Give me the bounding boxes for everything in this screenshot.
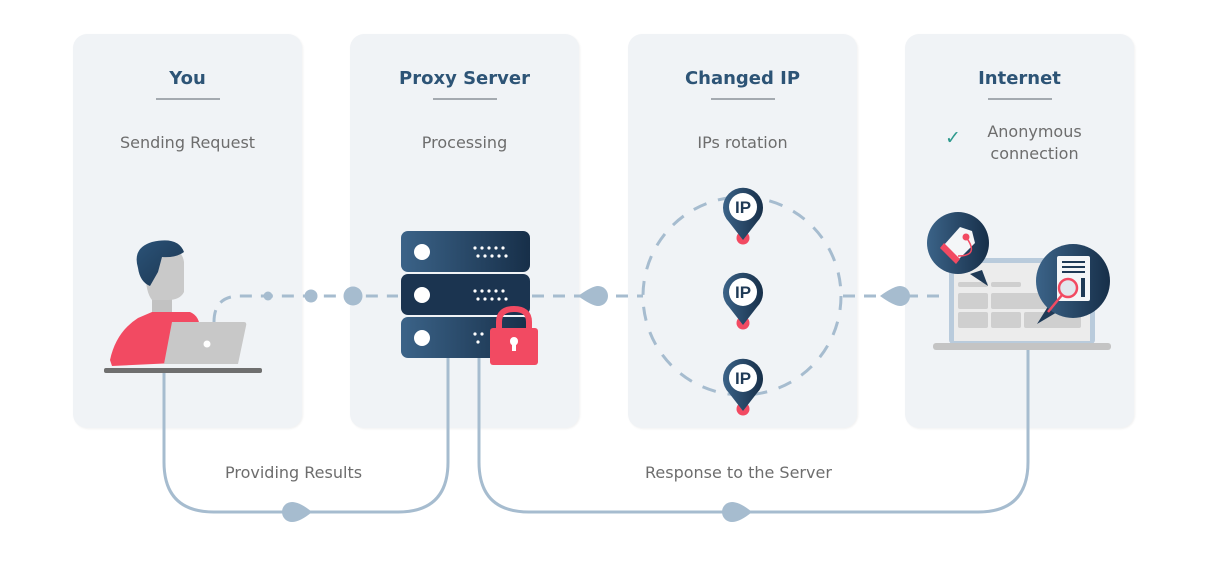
card-title: Changed IP (684, 68, 801, 89)
flow-dot-large (343, 286, 363, 306)
ip-pin-icon: IP (723, 187, 763, 245)
ip-pin-icon: IP (723, 358, 763, 416)
checkmark-icon: ✓ (945, 127, 961, 149)
server-rack-lock-icon (401, 231, 538, 365)
flow-label-response-to-server: Response to the Server (645, 463, 832, 482)
card-proxy-server: Proxy Server Processing (350, 34, 579, 428)
title-divider (710, 98, 775, 100)
card-subtitle: Anonymous connection (935, 121, 1134, 165)
title-divider (432, 98, 497, 100)
card-title: You (169, 68, 206, 89)
rotation-circle (641, 195, 843, 397)
card-subtitle: Processing (421, 133, 508, 152)
card-subtitle: IPs rotation (697, 133, 788, 152)
title-divider (987, 98, 1052, 100)
title-divider (155, 98, 220, 100)
card-title: Proxy Server (399, 68, 530, 89)
arrow-left-icon (722, 502, 752, 522)
flow-label-providing-results: Providing Results (225, 463, 363, 482)
svg-text:IP: IP (735, 198, 751, 217)
connector-you-to-proxy (212, 294, 398, 323)
arrow-left-icon (578, 286, 608, 306)
subtitle-line-2: connection (990, 144, 1079, 163)
subtitle-line-1: Anonymous (987, 122, 1082, 141)
svg-text:IP: IP (735, 369, 751, 388)
ip-pin-icon: IP (723, 272, 763, 330)
flow-dot-medium (304, 289, 318, 303)
person-with-laptop-icon (104, 240, 262, 373)
flow-dot-small (263, 291, 273, 301)
laptop-webpage-icon (927, 212, 1111, 350)
card-title: Internet (978, 68, 1061, 89)
arrow-left-icon (282, 502, 312, 522)
arrow-left-icon (880, 286, 910, 306)
connector-response-to-server (477, 350, 1030, 514)
connector-providing-results (162, 358, 450, 514)
card-subtitle: Sending Request (119, 133, 256, 152)
svg-text:IP: IP (735, 283, 751, 302)
